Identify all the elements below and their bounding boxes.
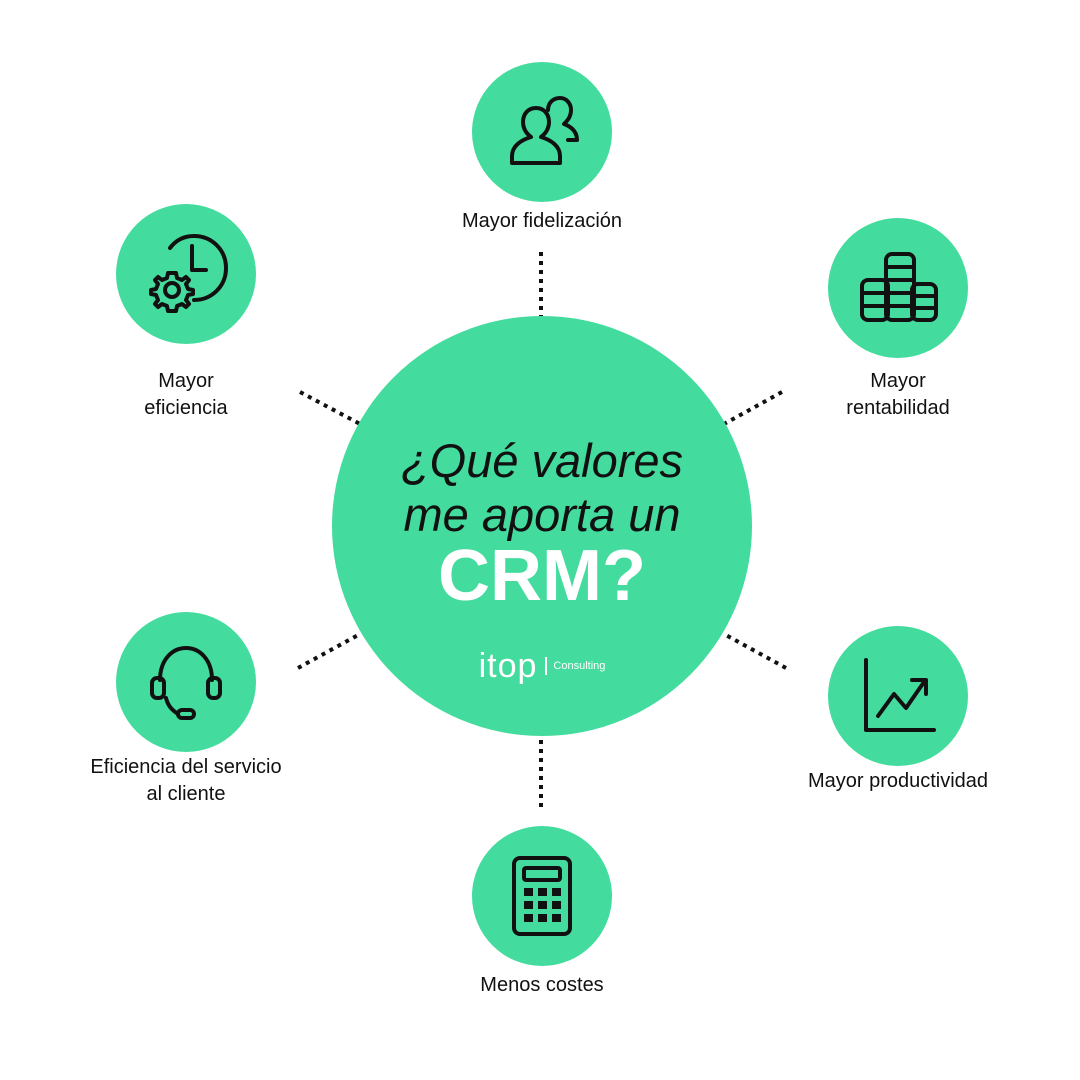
connector-top-right [723, 390, 783, 426]
benefit-label-line: Eficiencia del servicio [90, 756, 282, 778]
benefit-label-line: Menos costes [480, 974, 604, 996]
calculator-icon [512, 856, 572, 936]
center-highlight: CRM? [438, 536, 646, 616]
connector-top-left [299, 390, 361, 426]
brand-divider [545, 657, 548, 675]
brand-subtitle: Consulting [553, 660, 606, 672]
benefit-label-fidelizacion: Mayor fidelización [402, 208, 682, 235]
benefit-circle-eficiencia [116, 204, 256, 344]
brand-wordmark: itop [478, 647, 538, 685]
benefit-circle-costes [472, 826, 612, 966]
center-question-line-1: ¿Qué valores [400, 434, 684, 487]
center-question: ¿Qué valores me aporta un [332, 434, 752, 542]
users-icon [510, 96, 579, 165]
brand-logo: itop Consulting [452, 646, 632, 686]
connector-bottom-left [297, 632, 361, 670]
benefit-label-servicio: Eficiencia del servicio al cliente [56, 754, 316, 808]
benefit-circle-fidelizacion [472, 62, 612, 202]
benefit-circle-productividad [828, 626, 968, 766]
benefit-label-line: rentabilidad [846, 397, 950, 419]
benefit-label-line: Mayor [870, 370, 926, 392]
center-question-line-2: me aporta un [403, 488, 681, 541]
coins-stack-icon [860, 252, 938, 322]
benefit-label-rentabilidad: Mayor rentabilidad [788, 368, 1008, 422]
center-circle: ¿Qué valores me aporta un CRM? itop Cons… [332, 316, 752, 736]
benefit-circle-servicio [116, 612, 256, 752]
benefit-label-eficiencia: Mayor eficiencia [76, 368, 296, 422]
connector-bottom-right [723, 632, 787, 670]
benefit-label-productividad: Mayor productividad [768, 768, 1028, 795]
benefit-label-line: Mayor [158, 370, 214, 392]
growth-chart-icon [864, 658, 936, 732]
clock-gear-icon [149, 234, 228, 313]
benefit-label-costes: Menos costes [412, 972, 672, 999]
benefit-label-line: Mayor productividad [807, 770, 989, 792]
benefit-label-line: eficiencia [144, 397, 228, 419]
headset-icon [150, 646, 222, 720]
benefit-label-line: Mayor fidelización [461, 210, 623, 232]
benefit-circle-rentabilidad [828, 218, 968, 358]
benefit-label-line: al cliente [146, 783, 226, 805]
